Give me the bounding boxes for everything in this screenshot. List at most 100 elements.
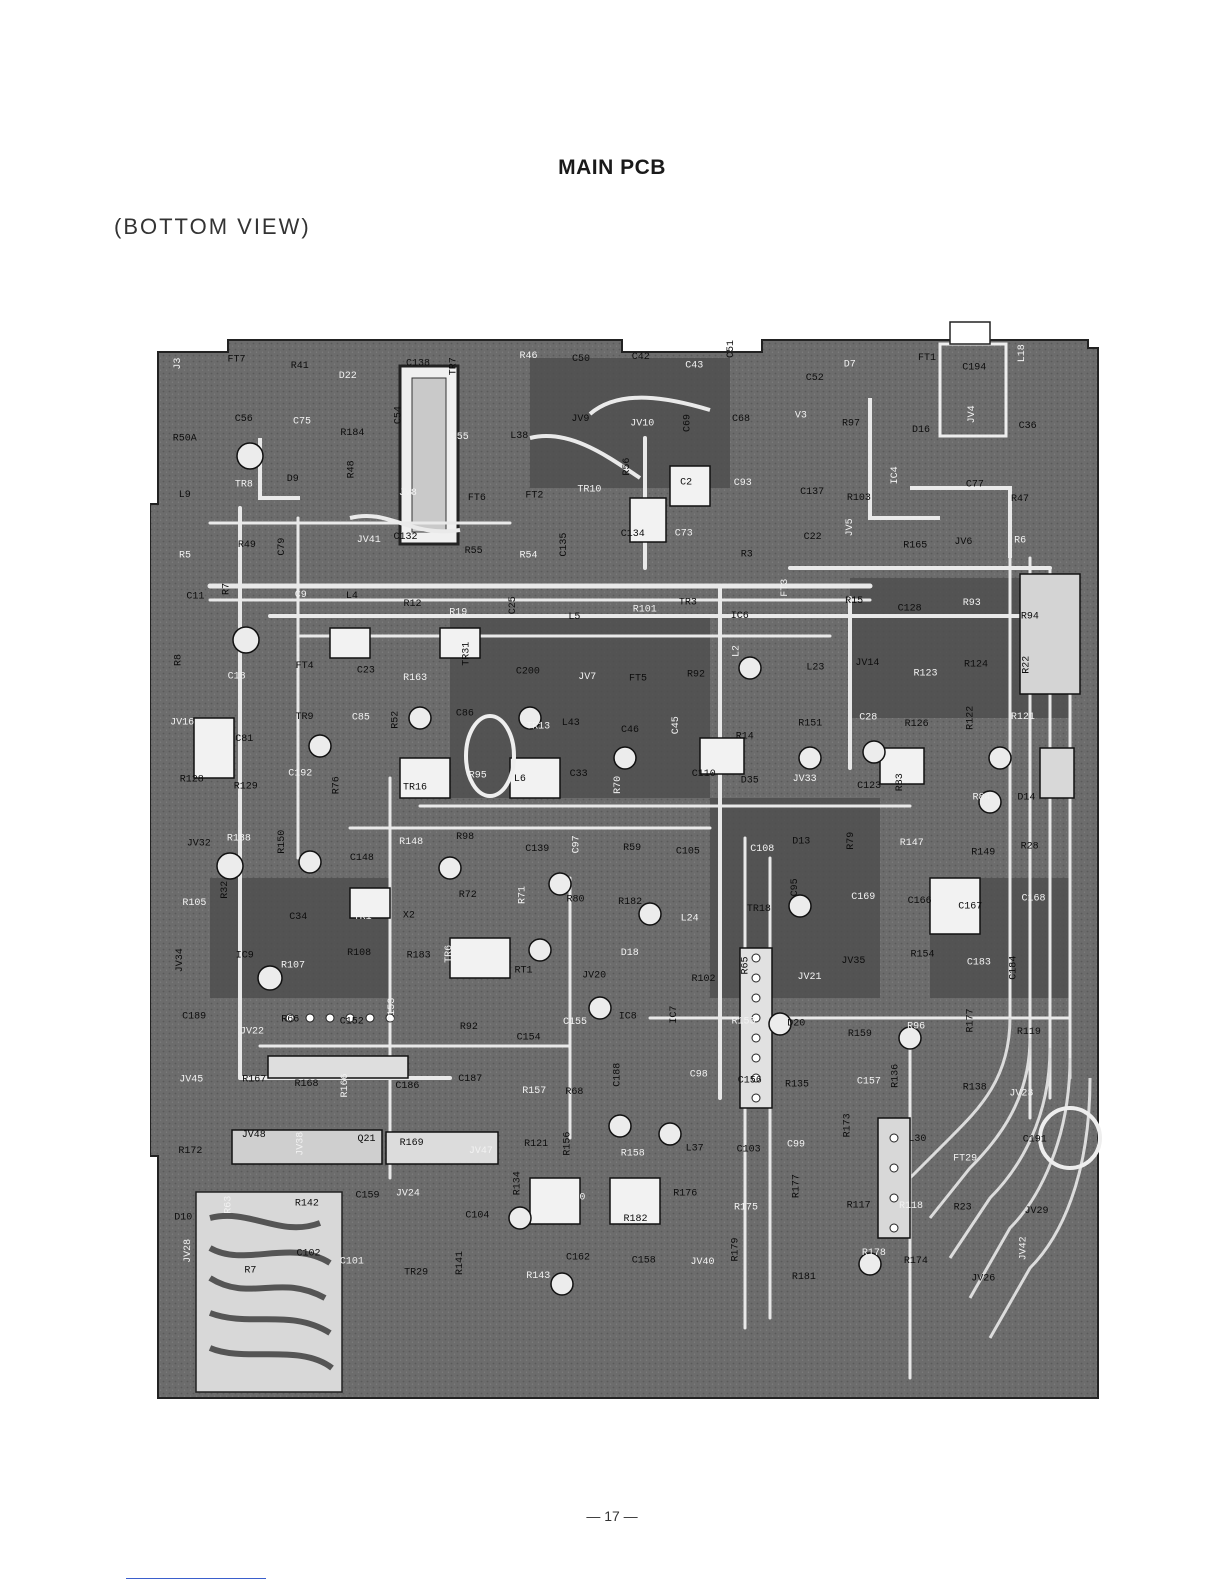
component-label: JV7 <box>578 672 596 683</box>
component-label: R151 <box>798 718 822 729</box>
component-label: R128 <box>180 775 204 786</box>
component-label: R94 <box>1021 612 1039 623</box>
component-label: IC4 <box>890 466 901 484</box>
component-label: IC7 <box>669 1006 680 1024</box>
component-label: C68 <box>732 414 750 425</box>
component-label: C103 <box>737 1144 761 1155</box>
component-label: IC6 <box>731 611 749 622</box>
component-label: C134 <box>621 529 645 540</box>
coil-components <box>193 465 1102 1225</box>
component-label: R123 <box>914 668 938 679</box>
component-label: C69 <box>683 414 694 432</box>
component-label: C36 <box>1019 421 1037 432</box>
component-label: R117 <box>847 1200 871 1211</box>
component-label: TR3 <box>679 597 697 608</box>
component-label: R63 <box>223 1196 234 1214</box>
component-label: R98 <box>456 832 474 843</box>
component-label: R80 <box>567 894 585 905</box>
component-label: C137 <box>800 487 824 498</box>
bus-traces <box>207 521 1072 1080</box>
component-label: D20 <box>787 1019 805 1030</box>
component-label: JV26 <box>971 1274 995 1285</box>
component-label: C166 <box>908 896 932 907</box>
component-label: R55 <box>465 546 483 557</box>
component-label: R179 <box>731 1237 742 1261</box>
component-label: TR10 <box>577 485 601 496</box>
component-label: R121 <box>524 1139 548 1150</box>
component-label: C45 <box>671 716 682 734</box>
component-label: R15 <box>845 596 863 607</box>
component-label: C101 <box>340 1257 364 1268</box>
component-label: D9 <box>287 474 299 485</box>
component-label: R32 <box>220 881 231 899</box>
component-label: R183 <box>407 951 431 962</box>
component-label: FT2 <box>525 490 543 501</box>
component-label: R14 <box>736 732 754 743</box>
component-label: C128 <box>898 604 922 615</box>
component-label: R142 <box>295 1198 319 1209</box>
component-label: L9 <box>179 490 191 501</box>
component-label: JV16 <box>170 718 194 729</box>
component-label: R136 <box>891 1064 902 1088</box>
component-label: RT1 <box>515 965 533 976</box>
component-label: R178 <box>862 1248 886 1259</box>
component-label: R79 <box>846 832 857 850</box>
component-label: C86 <box>456 709 474 720</box>
component-label: C148 <box>350 853 374 864</box>
component-label: R156 <box>562 1132 573 1156</box>
component-label: C95 <box>790 878 801 896</box>
component-label: R97 <box>842 419 860 430</box>
component-label: R163 <box>403 673 427 684</box>
component-label: L5 <box>568 612 580 623</box>
component-label: L2 <box>732 645 743 657</box>
component-label: R28 <box>1021 842 1039 853</box>
component-label: FT1 <box>918 353 936 364</box>
component-label: D14 <box>1017 793 1035 804</box>
component-label: JV23 <box>1009 1088 1033 1099</box>
component-label: R12 <box>404 599 422 610</box>
component-label: C2 <box>680 477 692 488</box>
component-label: JV45 <box>179 1075 203 1086</box>
component-label: FT6 <box>468 493 486 504</box>
component-label: FT5 <box>629 674 647 685</box>
component-label: C156 <box>738 1075 762 1086</box>
component-label: R76 <box>331 776 342 794</box>
component-label: R83 <box>895 773 906 791</box>
component-label: L4 <box>346 591 358 602</box>
component-label: R166 <box>340 1073 351 1097</box>
component-label: C22 <box>804 532 822 543</box>
component-label: C132 <box>394 532 418 543</box>
ic7-body <box>385 1131 499 1165</box>
component-label: JV42 <box>1019 1236 1030 1260</box>
component-label: C187 <box>458 1074 482 1085</box>
component-label: TR16 <box>403 782 427 793</box>
component-label: X2 <box>403 911 415 922</box>
component-label: L30 <box>908 1134 926 1145</box>
component-label: D7 <box>844 360 856 371</box>
component-label: C18 <box>228 671 246 682</box>
component-label: R107 <box>281 961 305 972</box>
component-label: JV34 <box>175 948 186 972</box>
component-label: R157 <box>522 1086 546 1097</box>
component-label: C110 <box>692 769 716 780</box>
component-label: JV22 <box>240 1026 264 1037</box>
component-label: R49 <box>238 540 256 551</box>
component-label: R7 <box>222 583 233 595</box>
component-label: R47 <box>1011 494 1029 505</box>
component-label: C54 <box>394 406 405 424</box>
component-label: R5 <box>179 551 191 562</box>
component-label: R119 <box>1017 1027 1041 1038</box>
ic9-body <box>267 1055 409 1079</box>
component-label: C167 <box>958 902 982 913</box>
component-label: R92 <box>460 1022 478 1033</box>
component-label: TR7 <box>448 357 459 375</box>
component-label: C25 <box>508 596 519 614</box>
component-label: C51 <box>726 340 737 358</box>
component-label: R101 <box>633 605 657 616</box>
component-label: C79 <box>277 538 288 556</box>
component-label: JV10 <box>630 418 654 429</box>
component-label: C77 <box>966 480 984 491</box>
component-label: R167 <box>242 1075 266 1086</box>
component-label: JV20 <box>582 971 606 982</box>
